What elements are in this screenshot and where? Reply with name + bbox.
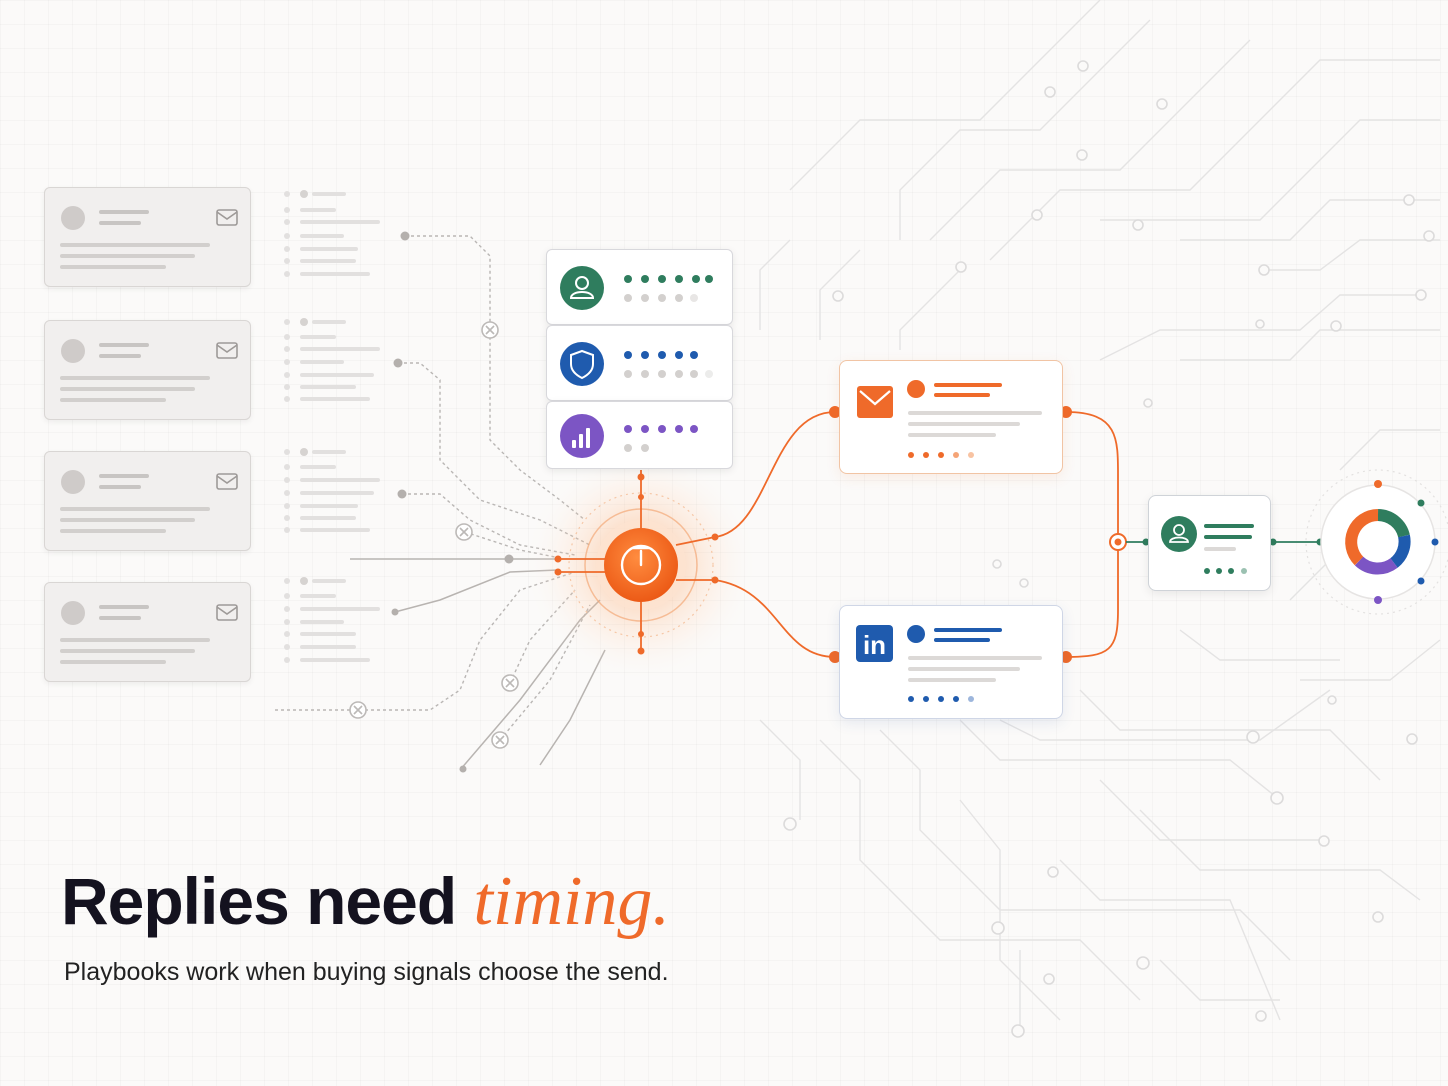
lead-card[interactable] xyxy=(1148,495,1271,591)
list-column-3 xyxy=(284,448,380,533)
lead-card-content xyxy=(1161,516,1254,574)
input-traces xyxy=(275,235,591,741)
lead-port xyxy=(1142,538,1150,546)
card-ports xyxy=(829,406,1127,663)
svg-text:in: in xyxy=(863,630,886,660)
input-nodes xyxy=(391,231,514,773)
signal-list-columns xyxy=(284,190,380,663)
signal-card-content xyxy=(560,342,713,386)
channel-card-content xyxy=(857,380,1042,458)
result-port-left xyxy=(1269,538,1277,546)
result-donut xyxy=(1305,469,1448,615)
email-source-card[interactable] xyxy=(44,451,251,551)
email-source-card[interactable] xyxy=(44,187,251,287)
signal-card-intent[interactable] xyxy=(546,401,733,469)
envelope-icon xyxy=(216,209,238,226)
x-circle-icon xyxy=(501,674,519,692)
shield-icon xyxy=(570,349,594,380)
hub-clock-button xyxy=(604,528,678,602)
envelope-icon xyxy=(857,386,893,418)
email-card-content xyxy=(60,601,238,664)
signal-card-trust[interactable] xyxy=(546,325,733,401)
list-column-4 xyxy=(284,577,380,663)
x-circle-icon xyxy=(455,523,473,541)
circuit-traces xyxy=(759,0,1441,1030)
email-card-content xyxy=(60,470,238,533)
linkedin-icon: in xyxy=(856,625,893,662)
channel-card-linkedin[interactable]: in xyxy=(839,605,1063,719)
hub-ring-outer xyxy=(568,492,714,638)
clock-icon xyxy=(620,544,662,586)
email-source-card[interactable] xyxy=(44,582,251,682)
headline-accent: timing. xyxy=(473,863,670,940)
list-column-1 xyxy=(284,190,380,277)
subline: Playbooks work when buying signals choos… xyxy=(64,958,669,986)
rejected-icons xyxy=(349,321,519,749)
circuit-nodes xyxy=(783,60,1435,1038)
bar-chart-icon xyxy=(572,428,590,448)
signal-card-engagement[interactable] xyxy=(546,249,733,325)
signal-card-content xyxy=(560,266,713,310)
email-source-card[interactable] xyxy=(44,320,251,420)
email-card-content xyxy=(60,339,238,402)
channel-card-email[interactable] xyxy=(839,360,1063,474)
x-circle-icon xyxy=(491,731,509,749)
list-column-2 xyxy=(284,318,380,402)
person-icon xyxy=(569,276,595,299)
x-circle-icon xyxy=(481,321,499,339)
email-card-content xyxy=(60,206,238,269)
person-icon xyxy=(1169,524,1189,543)
x-circle-icon xyxy=(349,701,367,719)
headline-lead: Replies need xyxy=(61,864,474,938)
envelope-icon xyxy=(216,473,238,490)
connector-nodes xyxy=(554,473,719,655)
envelope-icon xyxy=(216,342,238,359)
envelope-icon xyxy=(216,604,238,621)
channel-card-content: in xyxy=(856,625,1042,702)
donut-chart-icon xyxy=(1345,509,1411,575)
headline: Replies need timing. xyxy=(61,862,670,942)
signal-card-content xyxy=(560,414,698,458)
